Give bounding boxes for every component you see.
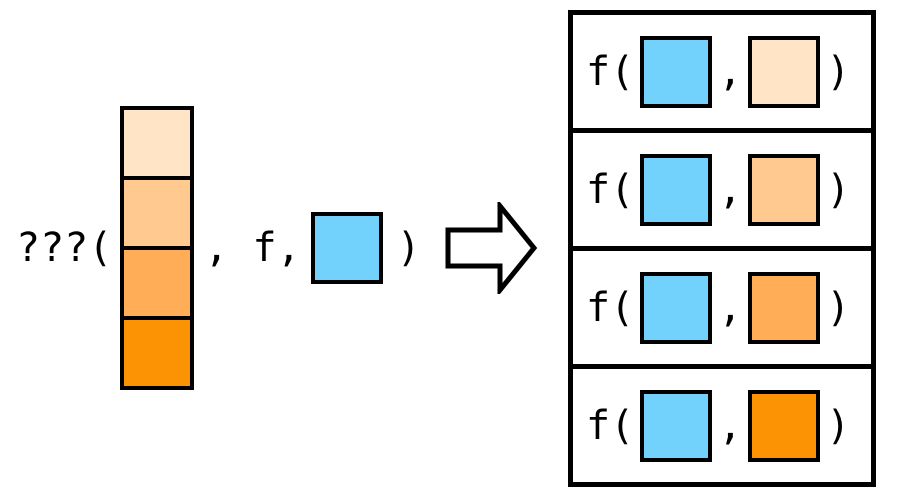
row-second-arg-square [748, 153, 821, 226]
stack-item-4 [120, 316, 195, 390]
row-func-open-text: f( [586, 166, 635, 213]
stack-item-1 [120, 106, 195, 180]
row-close-paren-text: ) [826, 402, 851, 449]
row-first-arg-square [640, 153, 713, 226]
args-separator-text: , f, [204, 225, 301, 271]
stack-item-3 [120, 246, 195, 320]
unknown-function-name-text: ???( [16, 225, 113, 271]
stack-item-2 [120, 176, 195, 250]
result-row: f( , ) [573, 128, 871, 246]
row-comma-text: , [718, 284, 743, 331]
row-comma-text: , [718, 48, 743, 95]
row-close-paren-text: ) [826, 166, 851, 213]
fixed-arg-square [310, 212, 383, 284]
row-comma-text: , [718, 166, 743, 213]
result-row: f( , ) [573, 246, 871, 364]
row-func-open-text: f( [586, 284, 635, 331]
row-second-arg-square [748, 35, 821, 108]
close-paren-text: ) [396, 225, 421, 271]
result-row: f( , ) [573, 15, 871, 128]
row-comma-text: , [718, 402, 743, 449]
right-block-arrow-icon [444, 198, 538, 298]
row-second-arg-square [748, 389, 821, 462]
row-close-paren-text: ) [826, 284, 851, 331]
row-close-paren-text: ) [826, 48, 851, 95]
row-func-open-text: f( [586, 48, 635, 95]
row-first-arg-square [640, 35, 713, 108]
row-first-arg-square [640, 271, 713, 344]
row-func-open-text: f( [586, 402, 635, 449]
call-expression: ???( , f, ) [16, 0, 421, 496]
row-second-arg-square [748, 271, 821, 344]
input-list-stack [120, 106, 195, 390]
row-first-arg-square [640, 389, 713, 462]
results-box: f( , ) f( , ) f( , ) f( , ) [568, 10, 876, 487]
result-row: f( , ) [573, 364, 871, 482]
